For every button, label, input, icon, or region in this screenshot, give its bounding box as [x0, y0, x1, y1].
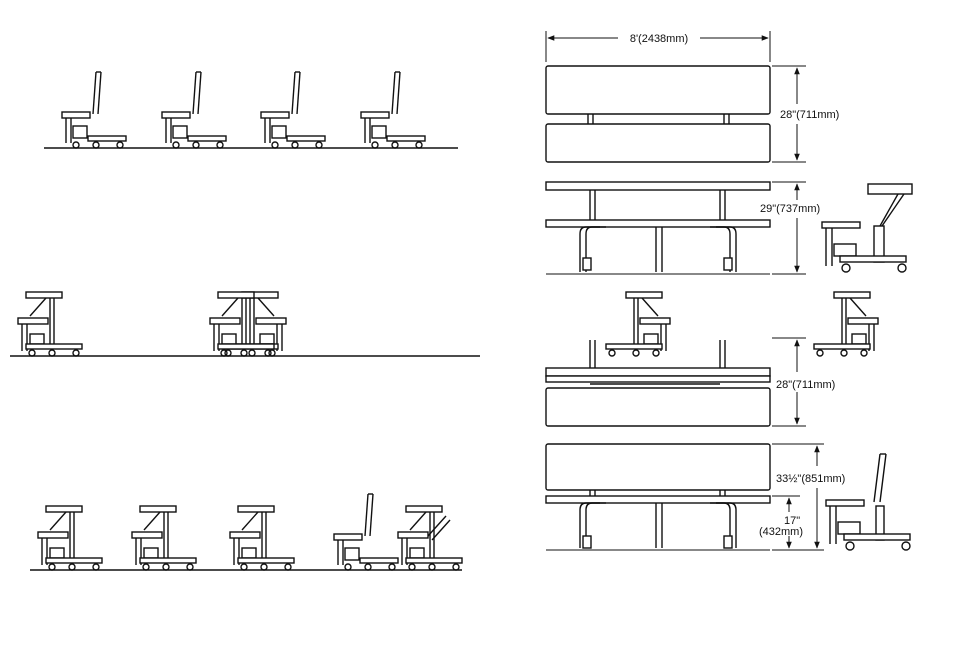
front-elevation-bench: 33½"(851mm) 17" (432mm)	[545, 443, 845, 551]
side-view-bench	[825, 453, 911, 551]
bench-configurations	[10, 71, 879, 571]
seat-plan-bench	[545, 387, 771, 427]
table-converted-2	[131, 505, 197, 571]
dim-tabletop-width: 28"(711mm)	[780, 109, 839, 121]
table-converted-1	[37, 505, 103, 571]
dim-overall-length: 8'(2438mm)	[630, 33, 688, 45]
side-view-table	[821, 183, 913, 273]
dim-back-height: 33½"(851mm)	[776, 473, 845, 485]
front-elevation-table: 29"(737mm)	[545, 181, 820, 275]
dim-seat-height-imperial: 17"	[784, 515, 800, 527]
plan-view-bench: 28"(711mm)	[545, 337, 835, 427]
bench-back-up-1	[61, 71, 127, 149]
table-converted-3	[229, 505, 295, 571]
seat-plan	[545, 123, 771, 163]
backrest-elevation	[545, 443, 771, 491]
plan-view-table: 8'(2438mm) 28"(711mm)	[545, 31, 839, 163]
tabletop-plan	[545, 65, 771, 115]
dim-table-height: 29"(737mm)	[760, 203, 820, 215]
dim-seat-height-metric: (432mm)	[759, 526, 803, 538]
table-converting-pair	[333, 493, 463, 571]
bench-back-up-3	[260, 71, 326, 149]
bench-back-up-4	[360, 71, 426, 149]
table-single	[813, 291, 879, 357]
dim-seat-width: 28"(711mm)	[776, 379, 835, 391]
bench-back-up-2	[161, 71, 227, 149]
backrest-plan	[545, 367, 771, 377]
